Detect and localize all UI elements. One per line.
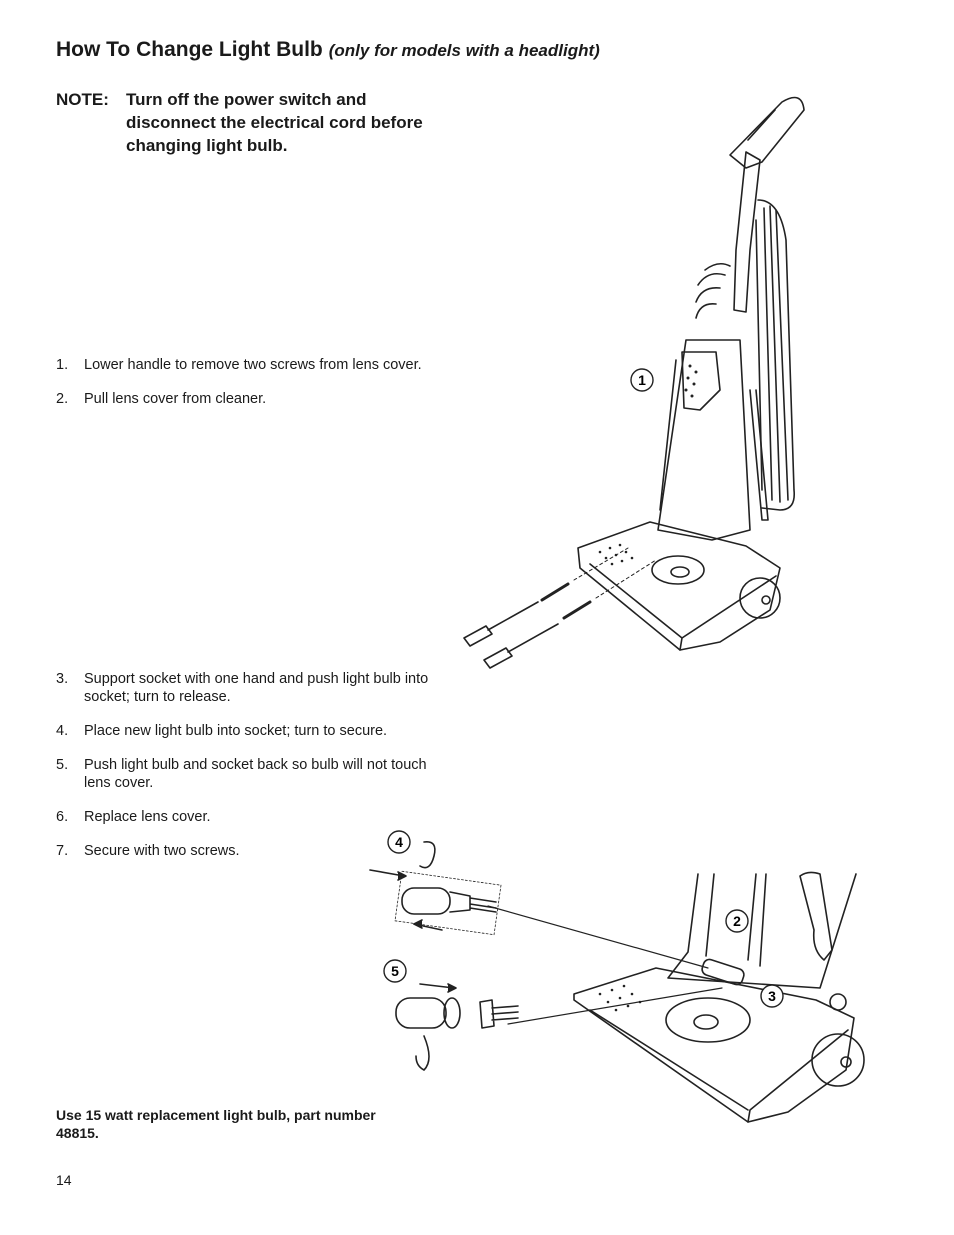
screw	[562, 600, 592, 620]
callout-label: 2	[733, 913, 741, 929]
title-text: How To Change Light Bulb	[56, 38, 323, 61]
rear-wheel	[811, 1033, 865, 1087]
bulb-socket	[479, 999, 519, 1029]
step-text: Push light bulb and socket back so bulb …	[84, 757, 427, 791]
step-text: Secure with two screws.	[84, 843, 240, 859]
step-text: Support socket with one hand and push li…	[84, 671, 429, 705]
cord-wrap	[799, 871, 833, 961]
handle-tube	[733, 151, 761, 313]
headlight-socket-area	[665, 997, 751, 1043]
arrow-turn	[415, 1035, 430, 1071]
step-number: 6.	[56, 809, 69, 825]
callout-label: 4	[395, 834, 403, 850]
title-subtitle: (only for models with a headlight)	[328, 41, 600, 60]
handle-grip	[729, 96, 805, 169]
step-number: 4.	[56, 723, 69, 739]
rear-wheel	[739, 577, 781, 619]
callout-5: 5	[383, 959, 407, 983]
replacement-light-bulb	[395, 997, 447, 1029]
callout-label: 3	[768, 988, 776, 1004]
replacement-bulb-note: Use 15 watt replacement light bulb, part…	[56, 1107, 376, 1141]
step-number: 7.	[56, 843, 69, 859]
vacuum-illustration-top	[463, 96, 805, 669]
step-text: Lower handle to remove two screws from l…	[84, 357, 422, 373]
step-text: Pull lens cover from cleaner.	[84, 391, 267, 407]
page-title: How To Change Light Bulb (only for models…	[56, 38, 600, 62]
callout-1: 1	[630, 368, 654, 392]
vacuum-base	[577, 521, 781, 651]
headlight-bulb	[701, 958, 745, 986]
step-number: 5.	[56, 757, 69, 773]
bulb-socket	[449, 891, 497, 913]
step-text: Replace lens cover.	[84, 809, 211, 825]
callout-label: 5	[391, 963, 399, 979]
page-number: 14	[56, 1172, 72, 1188]
note-label: NOTE:	[56, 90, 109, 109]
step-number: 2.	[56, 391, 69, 407]
bulb-detail-illustration	[369, 840, 865, 1123]
vacuum-body	[657, 339, 751, 541]
note-text: Turn off the power switch and disconnect…	[126, 90, 423, 155]
callout-3: 3	[760, 984, 784, 1008]
lens-cover	[651, 555, 705, 585]
arrow-turn	[419, 840, 436, 869]
light-bulb	[401, 887, 451, 915]
step-number: 1.	[56, 357, 69, 373]
height-knob	[829, 993, 847, 1011]
hose	[695, 262, 731, 319]
step-number: 3.	[56, 671, 69, 687]
callout-4: 4	[387, 830, 411, 854]
cord-wrap	[757, 199, 796, 511]
screw	[540, 582, 570, 602]
screwdriver	[483, 623, 559, 669]
callout-label: 1	[638, 372, 646, 388]
screwdriver	[463, 601, 539, 647]
vacuum-base	[573, 967, 855, 1123]
callout-2: 2	[725, 909, 749, 933]
step-text: Place new light bulb into socket; turn t…	[84, 723, 388, 739]
